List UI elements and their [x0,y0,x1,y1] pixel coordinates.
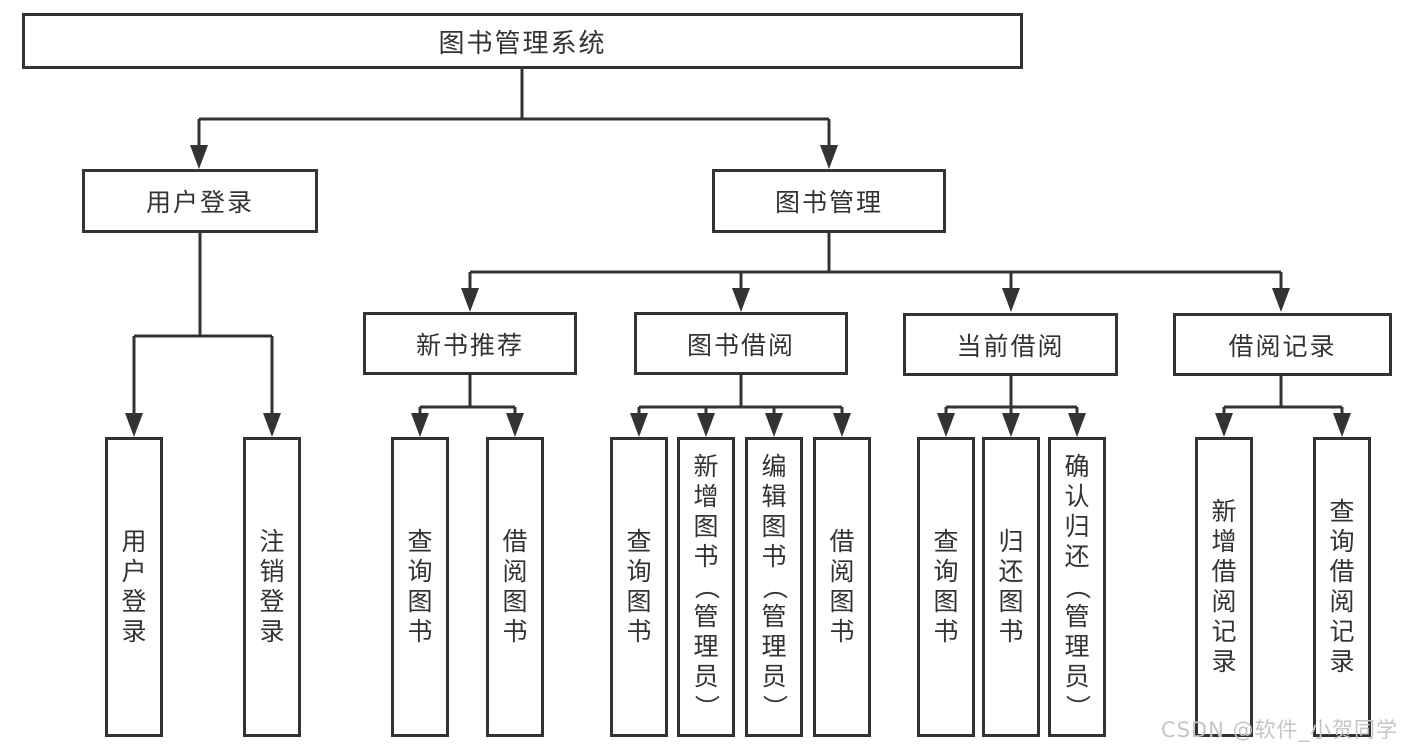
new-book-connector [418,375,517,416]
user-login-connector [132,233,274,416]
current-borrow-connector [944,375,1079,416]
leaf-borrow-books: 借阅图书 [813,437,871,737]
leaf-query-books-current: 查询图书 [917,437,975,737]
root-connector [197,69,831,148]
leaf-query-borrow-record: 查询借阅记录 [1313,437,1371,737]
leaf-add-borrow-record: 新增借阅记录 [1195,437,1253,737]
book-borrow-connector [637,375,844,416]
leaf-logout: 注销登录 [243,437,301,737]
borrow-records-connector [1222,375,1344,416]
leaf-add-book-admin: 新增图书（管理员） [677,437,735,737]
book-management-connector [468,233,1283,291]
leaf-query-books-borrow: 查询图书 [610,437,668,737]
leaf-query-books-recommend: 查询图书 [391,437,449,737]
node-new-book-recommendation: 新书推荐 [363,312,577,375]
leaf-return-books: 归还图书 [982,437,1040,737]
node-library-system: 图书管理系统 [22,13,1023,69]
csdn-watermark: CSDN @软件_小贺同学 [1160,718,1398,742]
node-borrowing-records: 借阅记录 [1173,313,1392,376]
node-user-login: 用户登录 [82,169,318,233]
leaf-borrow-books-recommend: 借阅图书 [486,437,544,737]
leaf-user-login: 用户登录 [105,437,163,737]
leaf-edit-book-admin: 编辑图书（管理员） [745,437,803,737]
leaf-confirm-return-admin: 确认归还（管理员） [1048,437,1106,737]
node-current-borrowing: 当前借阅 [903,313,1118,376]
node-book-management: 图书管理 [712,169,946,233]
node-book-borrowing: 图书借阅 [634,312,848,375]
